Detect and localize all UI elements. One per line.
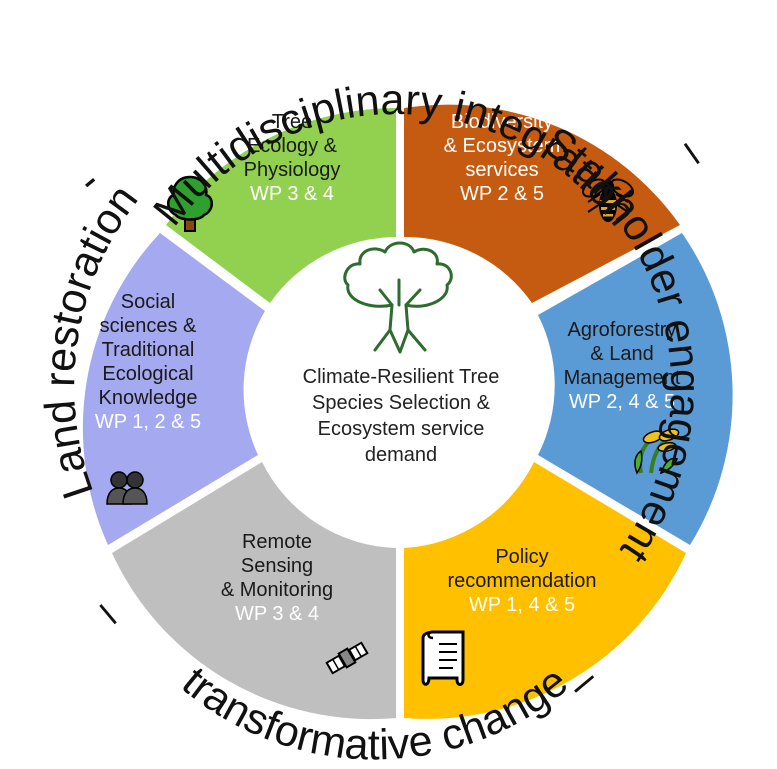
segment-biodiversity-label-line: Biodiversity [451, 111, 553, 133]
segment-tree-ecology-label-line: Physiology [244, 159, 341, 181]
segment-remote-sensing-label-line: Remote [242, 531, 312, 553]
segment-biodiversity[interactable] [404, 104, 680, 303]
segment-tree-ecology[interactable] [166, 108, 396, 303]
segment-tree-ecology-wp: WP 3 & 4 [250, 183, 334, 205]
segment-policy[interactable] [404, 462, 686, 719]
center-label-line: demand [365, 444, 437, 466]
segment-policy-label-line: recommendation [448, 570, 597, 592]
crop-icon [634, 428, 680, 475]
segment-social-sciences-label-line: Social [121, 291, 175, 313]
center-circle [250, 240, 550, 540]
segment-social-sciences-wp: WP 1, 2 & 5 [95, 411, 201, 433]
people-icon [106, 471, 148, 505]
segment-biodiversity-label-line: & Ecosystem [444, 135, 561, 157]
segment-policy-label-line: Policy [495, 546, 548, 568]
segment-agroforestry-label-line: Management [564, 367, 681, 389]
ring-dash-upper-left: - [68, 158, 110, 204]
segment-biodiversity-wp: WP 2 & 5 [460, 183, 544, 205]
center-label-line: Species Selection & [312, 392, 491, 414]
segment-social-sciences-label-line: Knowledge [99, 387, 198, 409]
segment-policy-wp: WP 1, 4 & 5 [469, 594, 575, 616]
segment-agroforestry-label-line: & Land [590, 343, 653, 365]
segment-social-sciences-label-line: Traditional [102, 339, 195, 361]
bee-icon [582, 178, 634, 222]
ring-dash-lower-left: – [84, 588, 136, 637]
segment-tree-ecology-label-line: Tree [272, 111, 312, 133]
center-label-line: Ecosystem service [318, 418, 485, 440]
segment-social-sciences-label-line: sciences & [100, 315, 197, 337]
ring-dash-upper-right: – [668, 128, 721, 175]
segment-agroforestry-wp: WP 2, 4 & 5 [569, 391, 675, 413]
segment-remote-sensing-label-line: Sensing [241, 555, 313, 577]
segment-agroforestry-label-line: Agroforestry [568, 319, 677, 341]
segment-ring [82, 104, 733, 720]
segment-remote-sensing-label-line: & Monitoring [221, 579, 333, 601]
center-label-line: Climate-Resilient Tree [303, 366, 500, 388]
center-tree-icon [343, 241, 453, 354]
segment-biodiversity-label-line: services [465, 159, 538, 181]
segment-social-sciences-label-line: Ecological [102, 363, 193, 385]
tree-icon [167, 175, 213, 232]
satellite-icon [325, 641, 369, 675]
segment-agroforestry[interactable] [538, 233, 733, 545]
segment-tree-ecology-label-line: Ecology & [247, 135, 338, 157]
segment-social-sciences[interactable] [82, 233, 265, 545]
segment-remote-sensing-wp: WP 3 & 4 [235, 603, 319, 625]
segment-remote-sensing[interactable] [112, 462, 396, 720]
scroll-icon [421, 630, 465, 686]
